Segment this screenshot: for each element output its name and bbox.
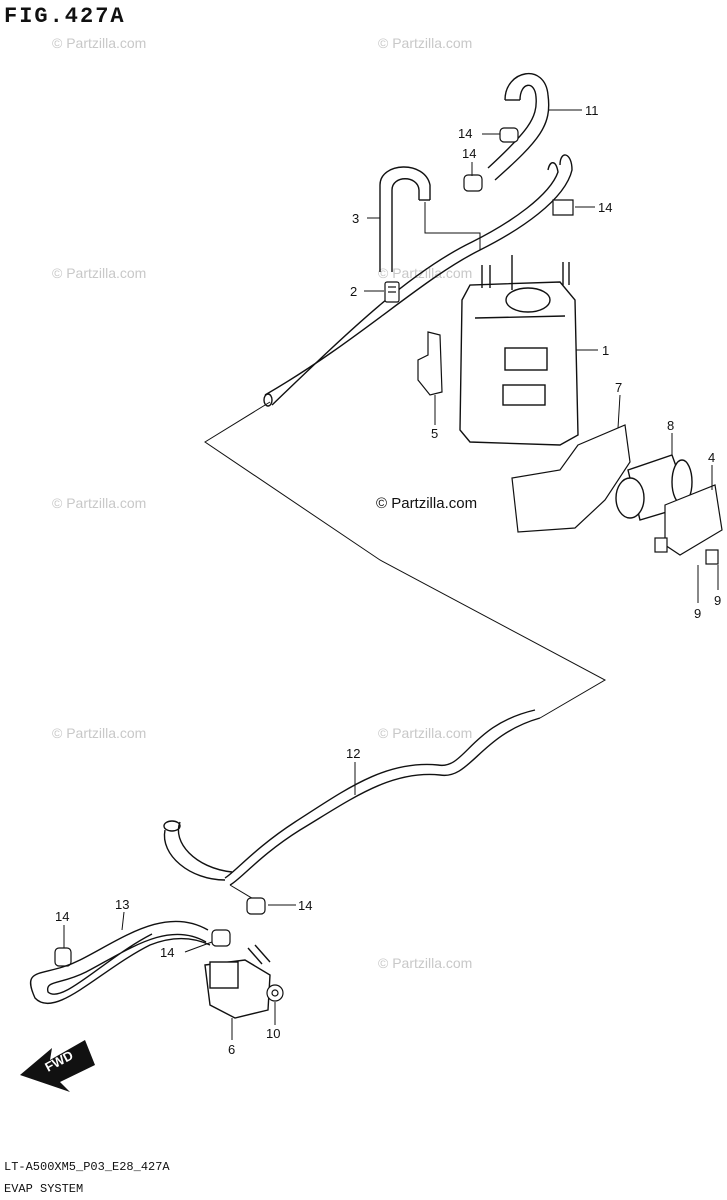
clamp-14-mid — [54, 897, 266, 967]
callout-leaders — [63, 109, 719, 1040]
hose-12 — [163, 709, 541, 886]
callouts: 1 2 3 4 5 6 7 8 9 9 10 11 12 13 14 14 14… — [55, 103, 721, 1057]
watermarks: © Partzilla.com © Partzilla.com © Partzi… — [52, 35, 477, 971]
leader-line — [424, 202, 481, 250]
bracket-5 — [417, 331, 443, 396]
watermark: © Partzilla.com — [52, 495, 146, 511]
callout-9a: 9 — [694, 606, 701, 621]
callout-6: 6 — [228, 1042, 235, 1057]
callout-14d: 14 — [298, 898, 312, 913]
callout-14a: 14 — [458, 126, 472, 141]
center-watermark: © Partzilla.com — [376, 495, 477, 512]
callout-13: 13 — [115, 897, 129, 912]
hose-3 — [379, 166, 431, 272]
callout-14b: 14 — [462, 146, 476, 161]
callout-14c: 14 — [598, 200, 612, 215]
watermark: © Partzilla.com — [378, 955, 472, 971]
callout-3: 3 — [352, 211, 359, 226]
callout-1: 1 — [602, 343, 609, 358]
routing-guide-line — [204, 401, 607, 719]
solenoid-valve-6 — [204, 944, 271, 1019]
watermark: © Partzilla.com — [52, 725, 146, 741]
callout-4: 4 — [708, 450, 715, 465]
watermark: © Partzilla.com — [378, 35, 472, 51]
callout-14f: 14 — [55, 909, 69, 924]
watermark: © Partzilla.com — [52, 265, 146, 281]
figure-code: LT-A500XM5_P03_E28_427A — [4, 1160, 170, 1174]
watermark: © Partzilla.com — [378, 265, 472, 281]
callout-9b: 9 — [714, 593, 721, 608]
hose-13 — [29, 920, 211, 1005]
hose-11 — [487, 72, 550, 181]
figure-title: FIG.427A — [4, 4, 126, 29]
callout-12: 12 — [346, 746, 360, 761]
connector-2 — [384, 281, 400, 303]
watermark: © Partzilla.com — [52, 35, 146, 51]
bracket-7 — [511, 424, 631, 533]
nut-10 — [266, 984, 284, 1002]
canister-1 — [459, 255, 579, 446]
bolts-9 — [654, 537, 719, 565]
clamp-14-top — [463, 127, 574, 216]
watermark: © Partzilla.com — [378, 725, 472, 741]
figure-system-name: EVAP SYSTEM — [4, 1182, 84, 1196]
callout-11: 11 — [585, 103, 599, 118]
callout-7: 7 — [615, 380, 622, 395]
callout-2: 2 — [350, 284, 357, 299]
callout-10: 10 — [266, 1026, 280, 1041]
hose-main-upper — [263, 154, 573, 407]
callout-5: 5 — [431, 426, 438, 441]
callout-8: 8 — [667, 418, 674, 433]
callout-14e: 14 — [160, 945, 174, 960]
forward-arrow: FWD — [20, 1040, 95, 1092]
